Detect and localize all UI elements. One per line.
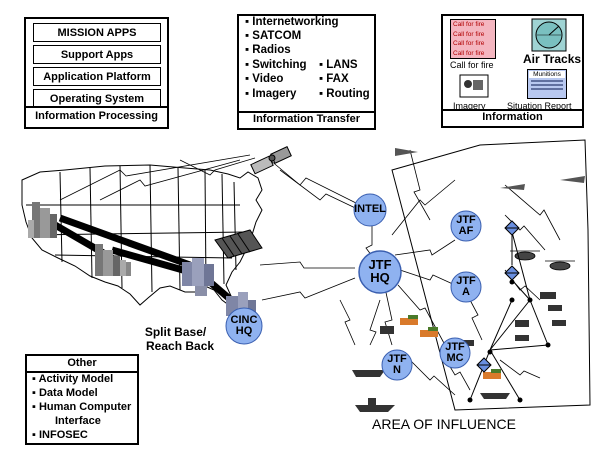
transfer-item: ▪ FAX	[319, 73, 349, 85]
node-jtf-a-line1: JTF	[456, 275, 476, 287]
other-item: ▪ Data Model	[32, 387, 98, 399]
transfer-item: ▪ Routing	[319, 88, 370, 100]
transfer-item: ▪ Imagery	[245, 88, 297, 100]
information-transfer-box: ▪ Internetworking ▪ SATCOM ▪ Radios ▪ Sw…	[237, 14, 376, 130]
situation-report-label: Situation Report	[507, 101, 572, 111]
information-box: Call for fire Call for fire Call for fir…	[441, 14, 584, 128]
node-jtf-af-line2: AF	[458, 225, 474, 237]
radar-scope-icon	[531, 18, 567, 52]
area-boundary	[391, 139, 591, 411]
node-cinc-hq-label: CINC HQ	[224, 315, 264, 337]
other-item: ▪ Human Computer	[32, 401, 132, 413]
node-jtf-af-line1: JTF	[456, 214, 476, 226]
ship-icons	[352, 370, 510, 412]
call-for-fire-doc: Call for fire Call for fire Call for fir…	[450, 19, 496, 59]
split-base-line2: Reach Back	[146, 339, 215, 353]
node-jtf-n-line2: N	[393, 364, 401, 376]
building-cluster-west	[28, 202, 57, 238]
vehicle-icons	[400, 315, 501, 379]
layer-application-platform: Application Platform	[33, 67, 161, 86]
information-title: Information	[443, 109, 582, 126]
node-intel-label: INTEL	[354, 203, 386, 215]
munitions-label: Munitions	[529, 71, 565, 78]
imagery-thumbnail-icon	[459, 74, 489, 98]
information-processing-title: Information Processing	[26, 106, 167, 127]
node-jtf-hq-line1: JTF	[368, 257, 392, 272]
tank-icons	[380, 292, 566, 346]
node-cinc-hq-line1: CINC	[230, 314, 258, 326]
node-jtf-n-label: JTF N	[382, 354, 412, 376]
node-jtf-mc-label: JTF MC	[440, 342, 470, 364]
comm-links	[59, 149, 561, 396]
transfer-item: ▪ SATCOM	[245, 30, 302, 42]
call-for-fire-line: Call for fire	[453, 30, 485, 38]
helicopter-icon	[510, 250, 575, 271]
other-box: Other ▪ Activity Model ▪ Data Model ▪ Hu…	[25, 354, 139, 445]
other-item: ▪ Activity Model	[32, 373, 114, 385]
layer-support-apps: Support Apps	[33, 45, 161, 64]
node-jtf-a-label: JTF A	[451, 276, 481, 298]
layer-mission-apps: MISSION APPS	[33, 23, 161, 42]
situation-report-doc: Munitions	[527, 69, 567, 99]
aircraft-icon	[395, 148, 585, 190]
network-links	[469, 231, 549, 401]
information-transfer-title: Information Transfer	[239, 111, 374, 128]
router-diamonds	[476, 220, 520, 373]
air-tracks-label: Air Tracks	[523, 52, 582, 66]
transfer-item: ▪ Switching	[245, 59, 307, 71]
transfer-item: ▪ Radios	[245, 44, 291, 56]
node-jtf-hq-line2: HQ	[370, 270, 390, 285]
node-jtf-af-label: JTF AF	[451, 215, 481, 237]
call-for-fire-line: Call for fire	[453, 21, 485, 28]
node-circles	[225, 193, 482, 381]
node-cinc-hq-line2: HQ	[235, 325, 253, 337]
node-jtf-mc-line1: JTF	[445, 341, 465, 353]
node-jtf-a-line2: A	[462, 286, 470, 298]
network-dots	[467, 279, 551, 403]
node-jtf-n-line1: JTF	[387, 353, 407, 365]
node-jtf-mc-line2: MC	[446, 352, 464, 364]
backbone-links	[48, 214, 241, 309]
imagery-label: Imagery	[453, 101, 486, 111]
other-item: Interface	[55, 415, 101, 427]
call-for-fire-label: Call for fire	[450, 60, 494, 70]
transfer-item: ▪ Internetworking	[245, 16, 339, 28]
information-processing-box: MISSION APPS Support Apps Application Pl…	[24, 17, 169, 129]
transfer-item: ▪ LANS	[319, 59, 358, 71]
us-map	[21, 164, 263, 307]
split-base-line1: Split Base/	[144, 325, 207, 339]
area-of-influence-label: AREA OF INFLUENCE	[372, 416, 516, 432]
satellite-icon	[250, 146, 292, 175]
call-for-fire-line: Call for fire	[453, 40, 485, 47]
node-jtf-hq-label: JTF HQ	[360, 258, 400, 284]
call-for-fire-line: Call for fire	[453, 49, 485, 57]
building-cluster-central	[95, 244, 131, 276]
transfer-item: ▪ Video	[245, 73, 284, 85]
building-cluster-east	[182, 258, 214, 296]
other-item: ▪ INFOSEC	[32, 429, 88, 441]
other-title: Other	[27, 356, 137, 373]
antenna-array-icon	[214, 229, 263, 259]
split-base-label: Split Base/ Reach Back	[137, 325, 214, 353]
